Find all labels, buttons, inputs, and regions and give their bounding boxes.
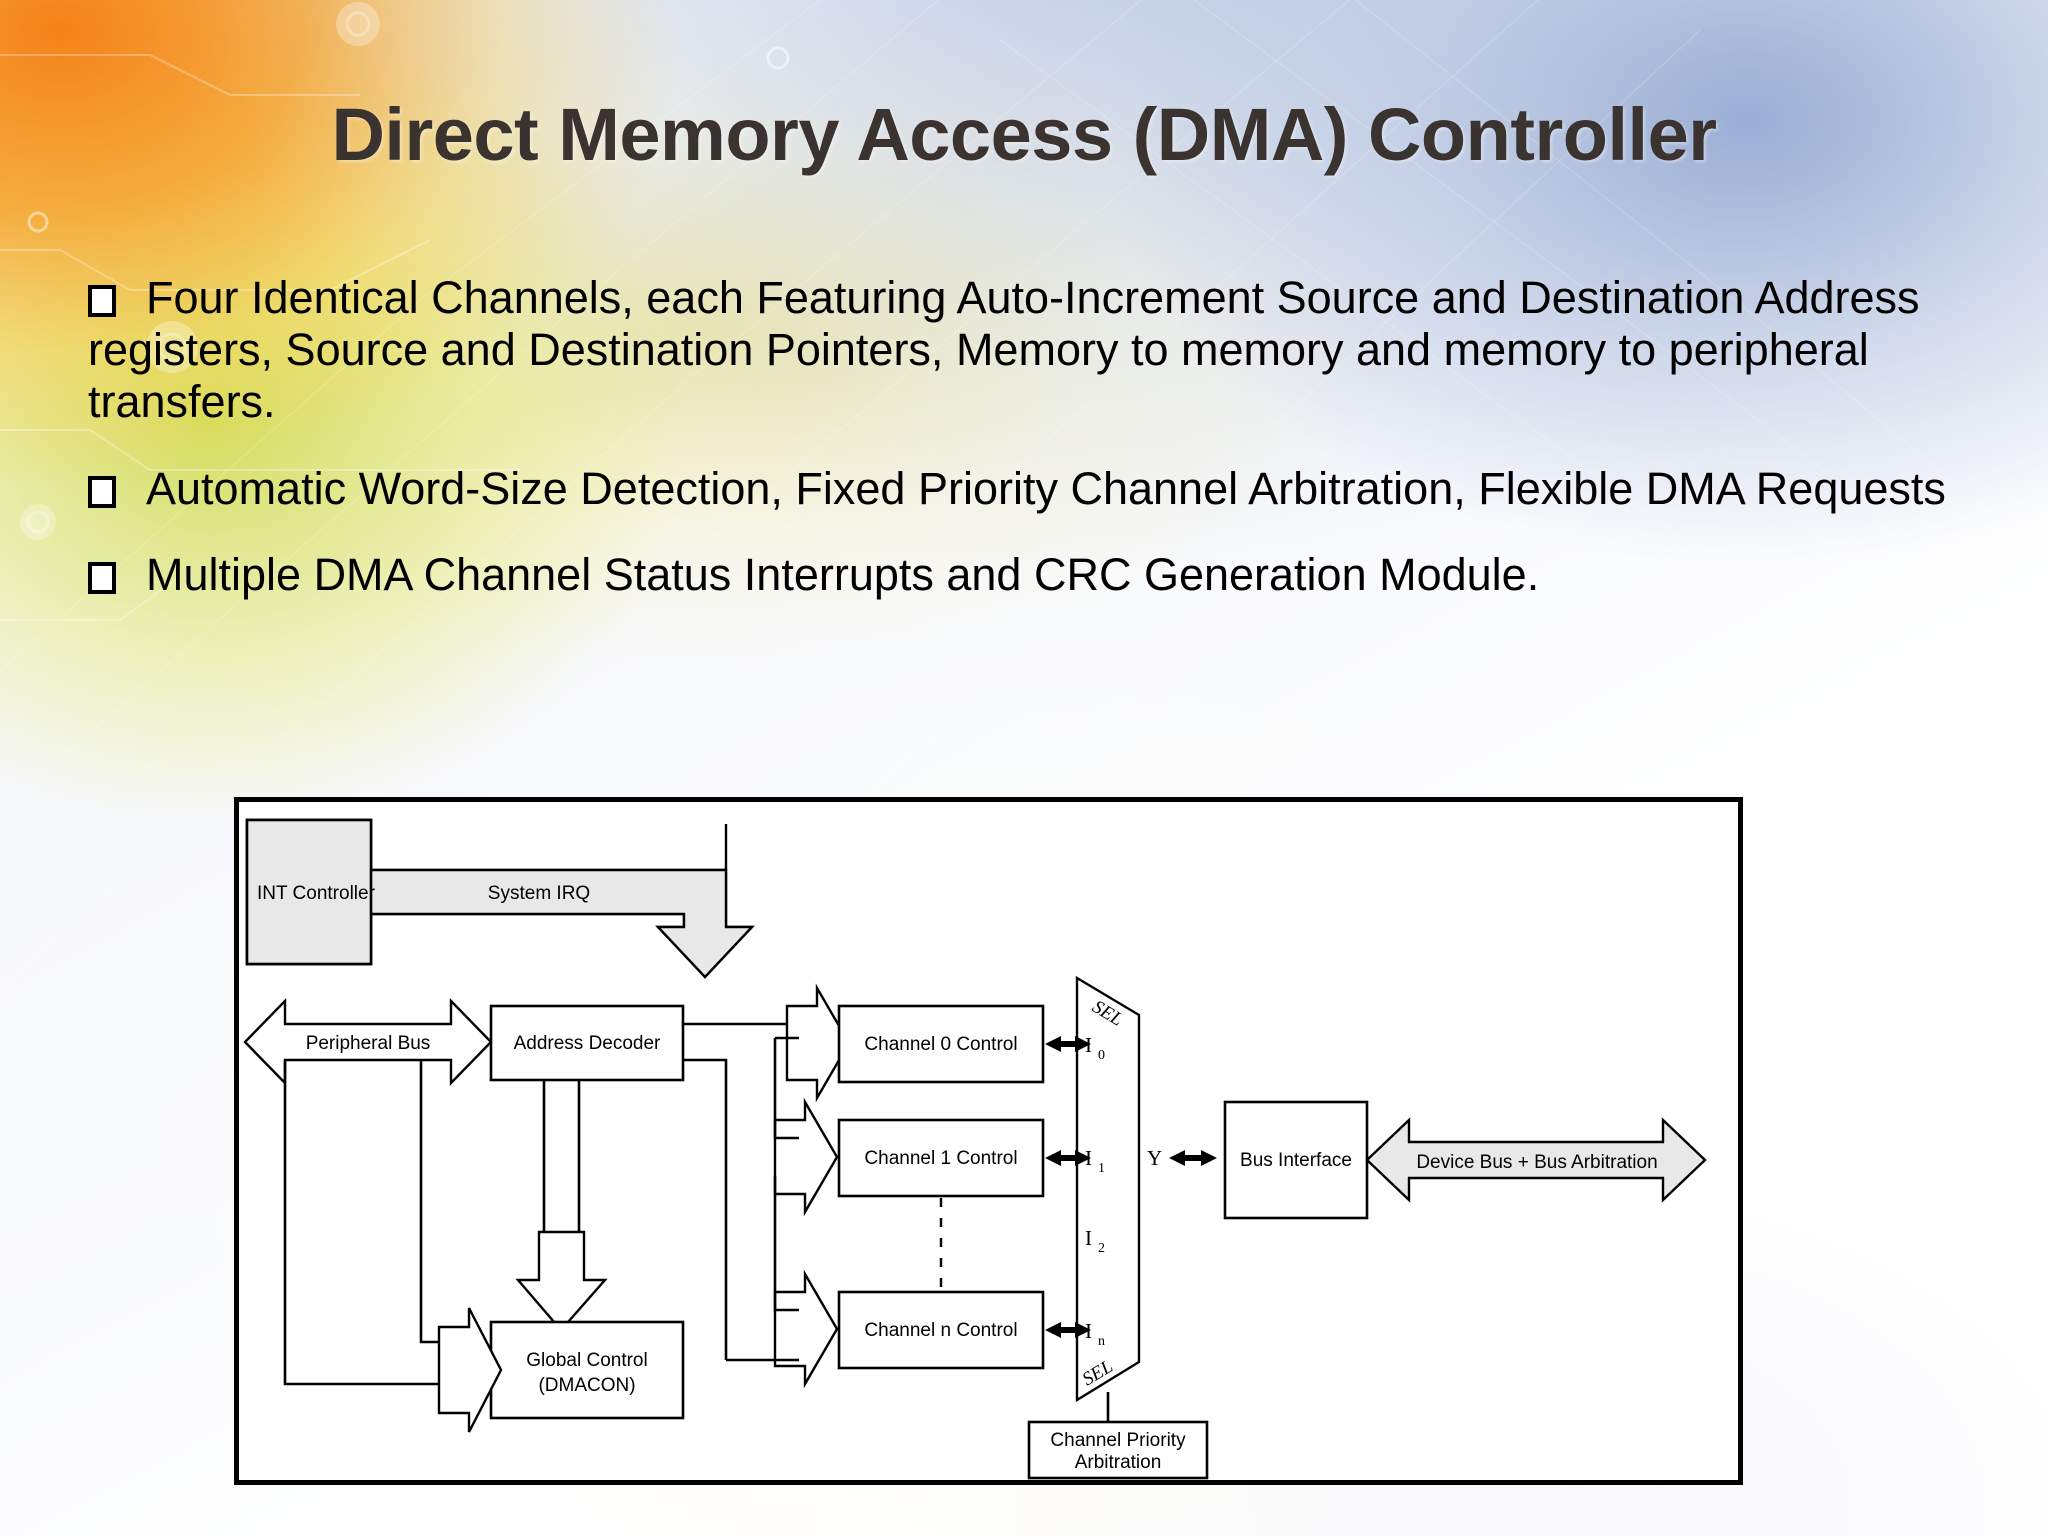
- bus-interface-label: Bus Interface: [1240, 1150, 1352, 1171]
- channel-priority-label-2: Arbitration: [1075, 1452, 1162, 1473]
- pbus-feed-high: [419, 1060, 451, 1344]
- trunk-stub-b: [773, 1176, 799, 1312]
- channel0-box: [837, 1004, 1045, 1084]
- bullet-square-icon: [88, 463, 146, 515]
- bullet-square-icon: [88, 272, 146, 324]
- dma-block-diagram: .bx { fill:#ffffff; stroke:#000000; stro…: [234, 797, 1743, 1485]
- peripheral-bus-label: Peripheral Bus: [306, 1033, 431, 1054]
- channel1-in-arrow: [773, 1097, 839, 1217]
- bullet-square-icon: [88, 549, 146, 601]
- channel0-in-arrow: [785, 983, 851, 1103]
- channeln-box: [837, 1290, 1045, 1370]
- channel1-box: [837, 1118, 1045, 1198]
- global-control-box: [489, 1320, 685, 1420]
- decoder-trunk-line: [683, 1058, 728, 1360]
- priority-mux: SEL SEL: [1075, 975, 1141, 1403]
- bullet-list: Four Identical Channels, each Featuring …: [88, 272, 1968, 635]
- channel0-label: Channel 0 Control: [864, 1034, 1017, 1055]
- mux-input-1-sub: 1: [1098, 1161, 1105, 1176]
- diagram-svg: .bx { fill:#ffffff; stroke:#000000; stro…: [243, 818, 1707, 1480]
- mux-input-2-sub: 2: [1098, 1241, 1105, 1256]
- channeln-label: Channel n Control: [864, 1320, 1017, 1341]
- bullet-text-2: Automatic Word-Size Detection, Fixed Pri…: [146, 462, 1946, 514]
- bullet-item-2: Automatic Word-Size Detection, Fixed Pri…: [88, 463, 1968, 515]
- address-decoder-box: [489, 1004, 685, 1082]
- address-decoder-label: Address Decoder: [514, 1033, 661, 1054]
- int-controller-box: [245, 818, 373, 966]
- device-bus-label: Device Bus + Bus Arbitration: [1416, 1152, 1657, 1173]
- device-bus-arrow: [1365, 1117, 1707, 1203]
- bullet-item-3: Multiple DMA Channel Status Interrupts a…: [88, 549, 1968, 601]
- bullet-item-1: Four Identical Channels, each Featuring …: [88, 272, 1968, 429]
- bidir-arrows: [1045, 1036, 1217, 1338]
- mux-input-0-sub: 0: [1098, 1048, 1105, 1063]
- pbus-feed-low: [283, 1060, 439, 1386]
- bullet-text-1: Four Identical Channels, each Featuring …: [88, 272, 1920, 428]
- channeln-in-arrow: [773, 1269, 839, 1389]
- bullet-text-3: Multiple DMA Channel Status Interrupts a…: [146, 548, 1540, 600]
- peripheral-bus-arrow: [243, 998, 493, 1086]
- global-control-label-2: (DMACON): [538, 1375, 635, 1396]
- channel-priority-box: [1027, 1420, 1209, 1480]
- global-control-label-1: Global Control: [526, 1350, 647, 1371]
- mux-input-n-sub: n: [1098, 1334, 1105, 1349]
- int-controller-label: INT Controller: [257, 883, 376, 904]
- global-control-down-arrow: [515, 1230, 608, 1332]
- page-title: Direct Memory Access (DMA) Controller: [331, 93, 1717, 176]
- channel1-label: Channel 1 Control: [864, 1148, 1017, 1169]
- global-control-in-arrow: [437, 1307, 503, 1433]
- mux-input-2: I: [1085, 1226, 1092, 1250]
- channel-priority-label-1: Channel Priority: [1050, 1430, 1186, 1451]
- system-irq-label: System IRQ: [488, 883, 590, 904]
- mux-output-y: Y: [1147, 1146, 1162, 1170]
